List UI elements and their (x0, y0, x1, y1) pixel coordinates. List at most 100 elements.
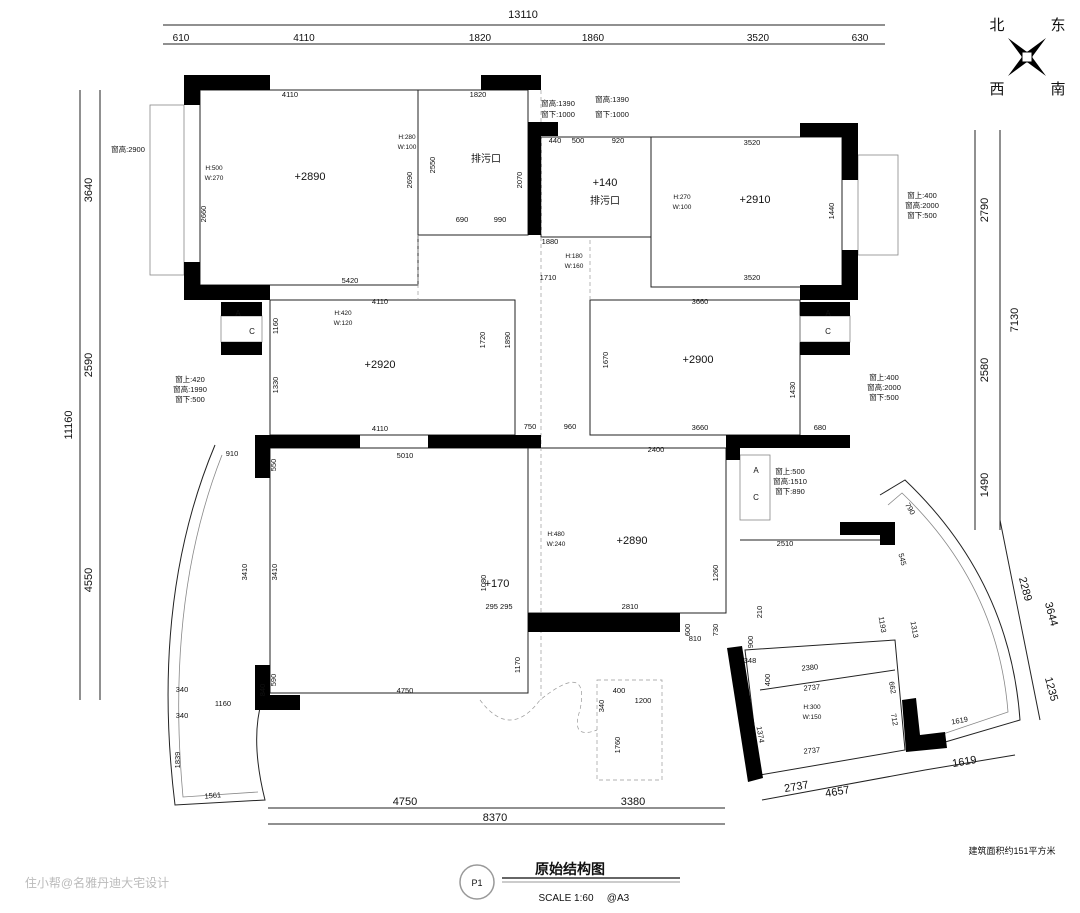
interior-dimension: 340 (176, 711, 189, 720)
compass-north: 北 (989, 17, 1004, 34)
bottom-dimension: 2737 (783, 779, 809, 795)
interior-dimension: 400 (763, 674, 772, 687)
top-dimension: 4110 (293, 33, 315, 44)
opening-note: H:270 (673, 194, 691, 201)
interior-dimension: 1200 (635, 696, 652, 705)
left-dimension: 11160 (63, 411, 75, 440)
interior-dimension: 920 (612, 136, 625, 145)
opening-note: H:300 (803, 704, 821, 711)
interior-dimension: 1890 (503, 332, 512, 349)
right-dimension: 1235 (1042, 676, 1060, 703)
window-note: 窗上:400 (869, 372, 899, 382)
opening-note: H:420 (334, 310, 352, 317)
paper-size: @A3 (607, 893, 630, 904)
interior-dimension: 840 (258, 684, 267, 697)
window-note: 窗下:890 (775, 486, 805, 496)
window-note: 窗下:500 (869, 392, 899, 402)
interior-dimension: 1313 (909, 621, 921, 639)
elevation-marker: +2910 (740, 194, 771, 206)
walls (184, 75, 947, 782)
compass-west: 西 (989, 81, 1004, 98)
area-note: 建筑面积约151平方米 (968, 845, 1055, 856)
interior-dimension: 2690 (405, 172, 414, 189)
interior-dimension: 2810 (622, 602, 639, 611)
interior-dimension: 348 (744, 656, 757, 665)
opening-note: H:180 (565, 253, 583, 260)
interior-dimension: 295 295 (485, 602, 512, 611)
window-note: 窗高:2000 (905, 200, 939, 210)
interior-dimension: 4750 (397, 686, 414, 695)
opening-note: W:100 (398, 144, 417, 151)
elevation-marker: +140 (593, 177, 618, 189)
window-note: 窗高:1390 (595, 94, 629, 104)
interior-dimension: 2737 (803, 745, 820, 755)
interior-dimension: 3520 (744, 273, 761, 282)
bottom-dimension: 4750 (393, 796, 417, 808)
right-dimension: 2790 (979, 198, 991, 222)
bottom-dimension: 4657 (824, 784, 850, 800)
opening-note: W:240 (547, 541, 566, 548)
window-note: 窗下:500 (175, 394, 205, 404)
interior-dimension: 2380 (801, 662, 818, 672)
interior-dimension: 690 (456, 215, 469, 224)
opening-note: H:480 (547, 531, 565, 538)
window-note: 窗下:1000 (595, 109, 629, 119)
interior-dimension: 1170 (513, 657, 522, 673)
plate-number: P1 (471, 878, 482, 888)
interior-dimension: 440 (549, 136, 562, 145)
interior-dimension: 1160 (271, 318, 280, 334)
interior-dimension: 2737 (803, 682, 820, 692)
bottom-dimension: 8370 (483, 812, 507, 824)
top-dimension: 1820 (469, 33, 492, 44)
left-dimension: 2590 (83, 353, 95, 377)
left-dimension: 3640 (83, 178, 95, 202)
interior-dimension: 730 (711, 624, 720, 637)
interior-dimension: 3660 (692, 297, 709, 306)
drain-label: 排污口 (471, 152, 501, 165)
window-note: 窗高:1510 (773, 476, 807, 486)
window-note: 窗上:500 (775, 466, 805, 476)
interior-dimension: 1619 (951, 715, 969, 727)
right-dimension: 1490 (979, 473, 991, 497)
interior-dimension: 500 (572, 136, 585, 145)
ac-unit-label: A (235, 309, 241, 318)
interior-dimension: 3410 (270, 564, 279, 581)
interior-dimension: 2510 (777, 539, 794, 548)
window-note: 窗高:1390 (541, 98, 575, 108)
interior-dimension: 590 (269, 674, 278, 687)
interior-dimension: 790 (903, 501, 917, 516)
interior-dimension: 210 (755, 606, 764, 619)
interior-dimension: 4110 (372, 424, 388, 433)
interior-dimension: 1839 (173, 752, 182, 769)
window-note: 窗高:2900 (111, 144, 145, 154)
elevation-marker: +2920 (365, 359, 396, 371)
interior-dimension: 545 (896, 552, 908, 566)
interior-dimension: 1080 (479, 575, 488, 592)
top-dimension: 630 (852, 33, 869, 44)
elevation-marker: +2890 (617, 535, 648, 547)
interior-dimension: 340 (597, 700, 606, 713)
right-dimension: 2289 (1016, 576, 1034, 603)
interior-dimension: 712 (889, 713, 900, 727)
interior-dimension: 4110 (282, 90, 298, 99)
interior-dimension: 1820 (470, 90, 487, 99)
title-block (459, 864, 680, 900)
interior-dimension: 1561 (204, 790, 221, 800)
interior-dimension: 1330 (271, 377, 280, 394)
interior-dimension: 1260 (711, 565, 720, 582)
opening-note: W:270 (205, 175, 224, 182)
window-note: 窗高:2000 (867, 382, 901, 392)
drain-label: 排污口 (590, 194, 620, 207)
elevation-marker: +170 (485, 578, 510, 590)
interior-dimension: 4110 (372, 297, 388, 306)
interior-dimension: 1670 (601, 352, 610, 369)
interior-dimension: 990 (494, 215, 507, 224)
window-note: 窗下:500 (907, 210, 937, 220)
drawing-title: 原始结构图 (535, 861, 605, 877)
interior-dimension: 340 (176, 685, 189, 694)
right-dimension: 2580 (979, 358, 991, 382)
watermark: 住小帮@名雅丹迪大宅设计 (25, 875, 169, 890)
interior-dimension: 2660 (199, 206, 208, 223)
opening-note: H:280 (398, 134, 416, 141)
interior-dimension: 2550 (428, 157, 437, 174)
